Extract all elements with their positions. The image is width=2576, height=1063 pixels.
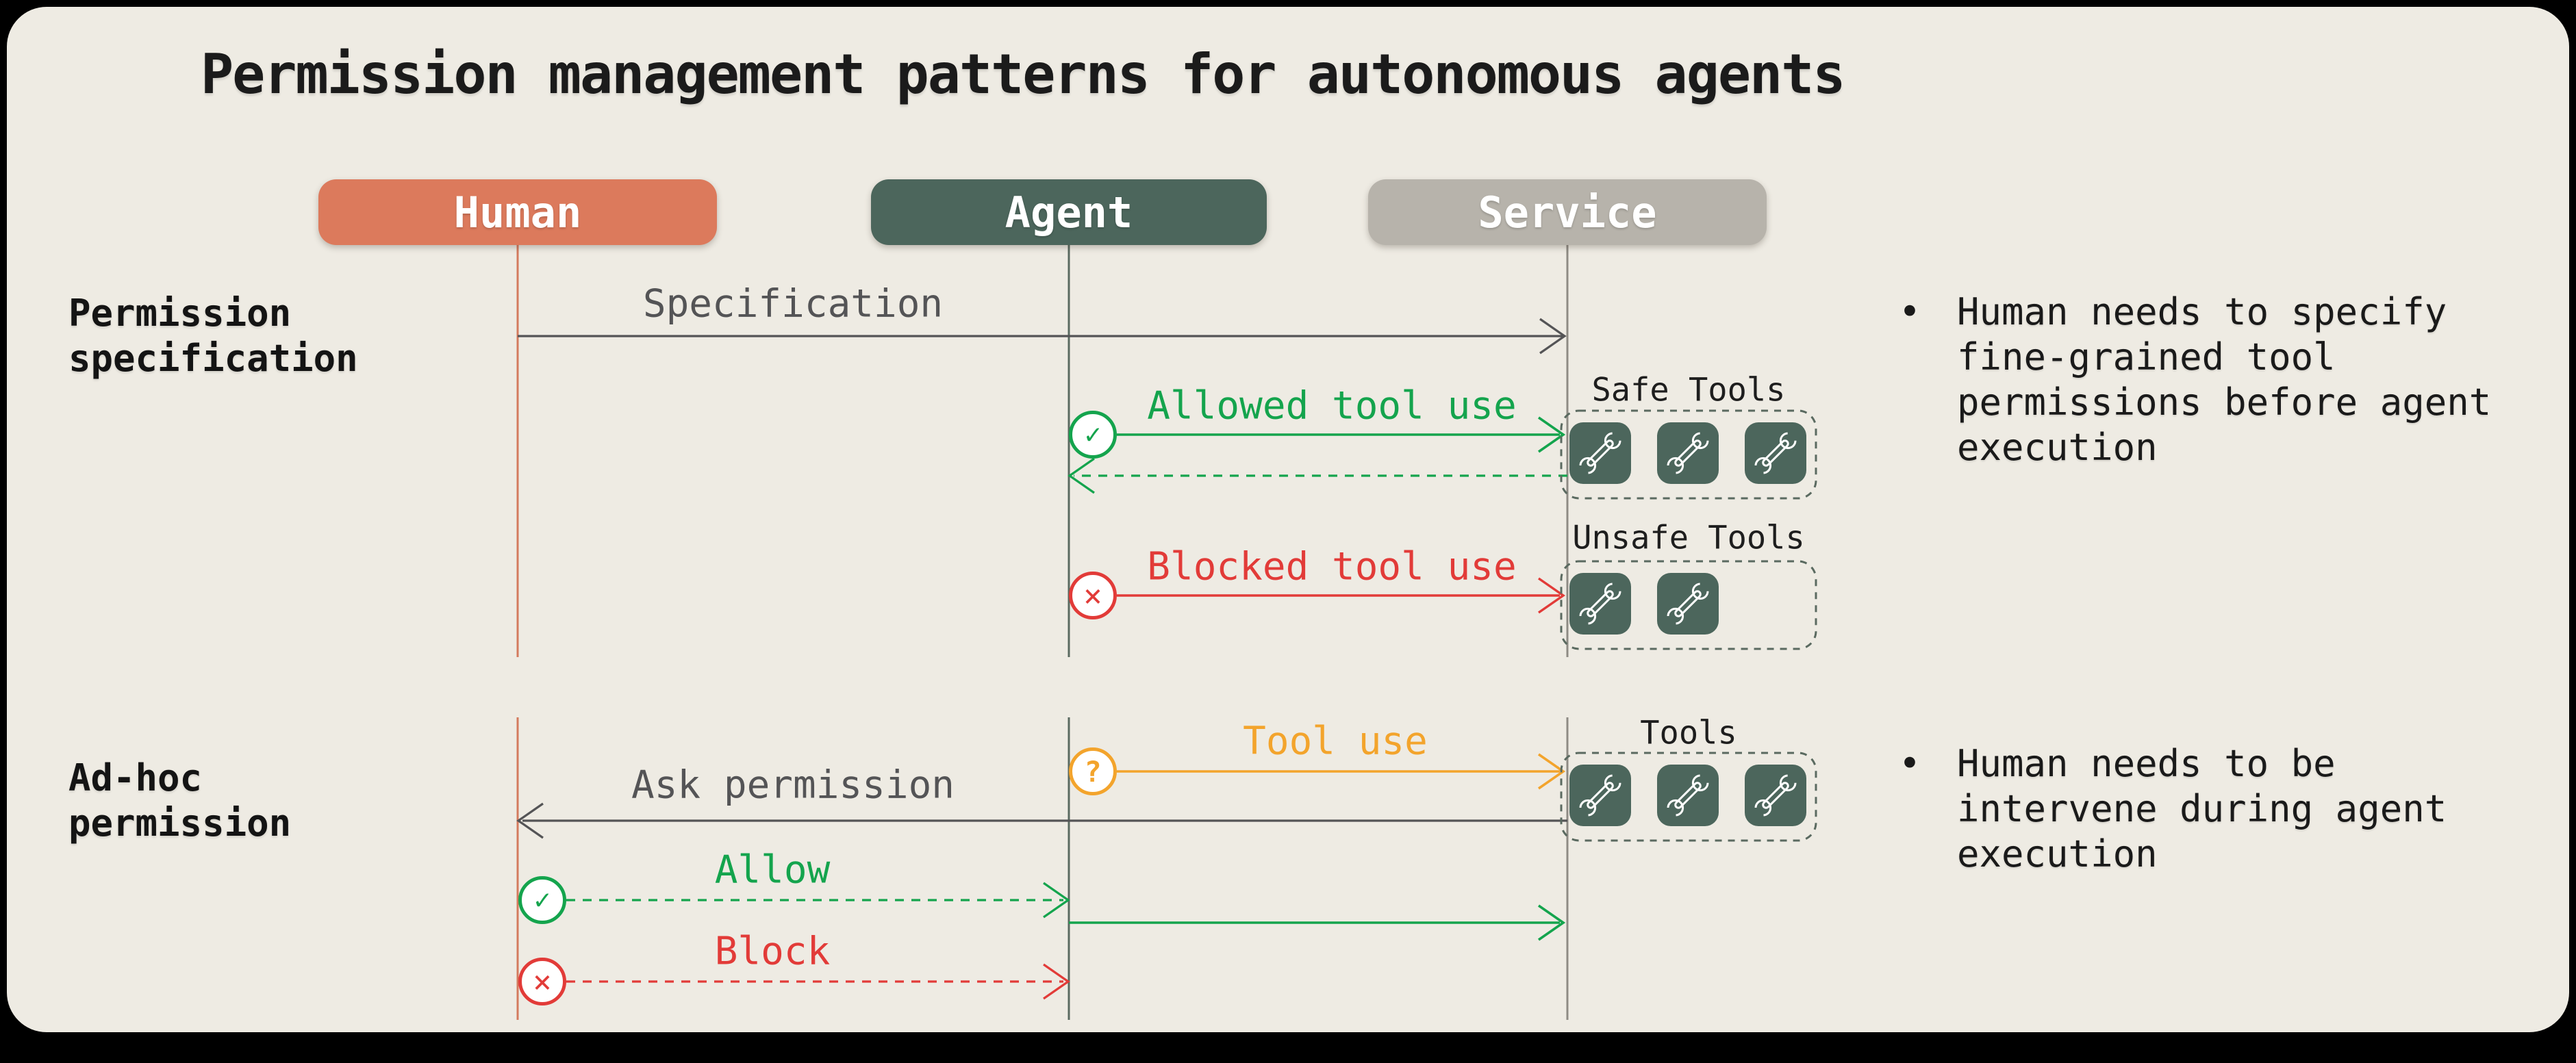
specification-arrow [518, 318, 1567, 355]
tool-tile [1569, 422, 1631, 484]
cross-icon: × [1069, 572, 1117, 619]
bullet-note-2: Human needs to be intervene during agent… [1957, 742, 2447, 875]
cross-icon: × [518, 958, 566, 1006]
check-icon: ✓ [518, 876, 566, 924]
unsafe-tools-box [1560, 560, 1817, 650]
question-icon: ? [1069, 747, 1117, 795]
tool-tile [1657, 765, 1719, 826]
tool-tile [1745, 765, 1806, 826]
ask-permission-arrow [516, 802, 1567, 839]
lane-header-agent: Agent [871, 179, 1267, 245]
figure-card [7, 7, 2569, 1032]
check-icon: ✓ [1069, 411, 1117, 459]
lane-header-human: Human [318, 179, 717, 245]
allowed-tool-use-label: Allowed tool use [1147, 383, 1517, 428]
lane-header-service: Service [1368, 179, 1767, 245]
specification-label: Specification [642, 281, 944, 326]
allowed-return-arrow [1068, 457, 1567, 494]
safe-tools-box [1560, 409, 1817, 500]
section-label-adhoc-permission: Ad-hoc permission [68, 756, 292, 845]
bullet-note-1: Human needs to specify fine-grained tool… [1957, 290, 2492, 469]
unsafe-tools-label: Unsafe Tools [1572, 519, 1805, 557]
allow-forward-arrow [1069, 904, 1566, 941]
allow-label: Allow [714, 847, 831, 893]
tools-box [1560, 752, 1817, 842]
tool-tile [1569, 573, 1631, 635]
lane-label-service: Service [1478, 187, 1657, 238]
tool-use-arrow [1117, 753, 1566, 790]
tools-label: Tools [1640, 714, 1737, 752]
block-arrow [566, 963, 1070, 1000]
blocked-tool-use-arrow [1117, 577, 1565, 614]
tool-tile [1657, 573, 1719, 635]
bullet-marker: • [1898, 290, 1921, 333]
bullet-marker: • [1898, 742, 1921, 785]
safe-tools-label: Safe Tools [1591, 371, 1786, 409]
tool-tile [1657, 422, 1719, 484]
lane-label-human: Human [453, 187, 582, 238]
tool-use-label: Tool use [1243, 719, 1428, 764]
tool-tile [1569, 765, 1631, 826]
blocked-tool-use-label: Blocked tool use [1147, 544, 1517, 589]
section-label-permission-specification: Permission specification [68, 292, 358, 380]
tool-tile [1745, 422, 1806, 484]
ask-permission-label: Ask permission [631, 763, 955, 808]
allowed-tool-use-arrow [1117, 416, 1566, 453]
block-label: Block [714, 929, 831, 974]
allow-arrow [566, 882, 1070, 919]
lane-label-agent: Agent [1005, 187, 1133, 238]
page-title: Permission management patterns for auton… [201, 42, 1846, 106]
